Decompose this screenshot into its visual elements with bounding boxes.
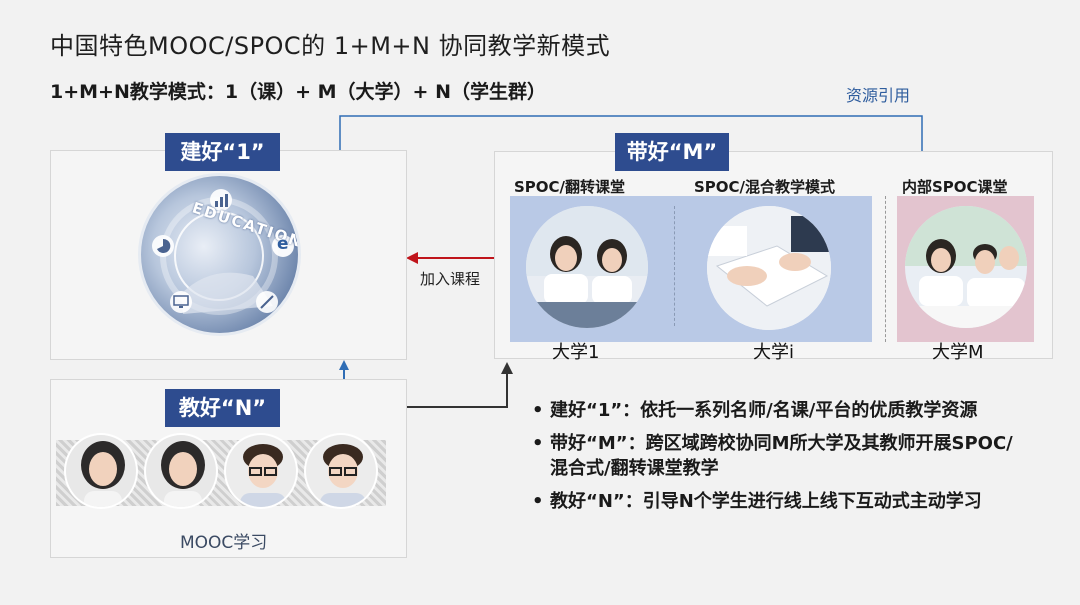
- student-avatar-4: [304, 433, 378, 509]
- column-heading-spoc-blended: SPOC/混合教学模式: [694, 176, 835, 197]
- bullet-lead-m: •带好“M”：跨区域跨校协同M所大学及其教师开展SPOC/混合式/翻转课堂教学: [528, 431, 1028, 481]
- join-course-label: 加入课程: [420, 268, 480, 289]
- lead-m-tag: 带好“M”: [615, 133, 729, 171]
- university-i-caption: 大学i: [753, 338, 794, 364]
- summary-bullets: • 建好“1”：依托一系列名师/名课/平台的优质教学资源 •带好“M”：跨区域跨校…: [528, 398, 1028, 522]
- bullet-build-one: • 建好“1”：依托一系列名师/名课/平台的优质教学资源: [528, 398, 1028, 423]
- teach-n-tag: 教好“N”: [165, 389, 280, 427]
- bullet-teach-n: • 教好“N”：引导N个学生进行线上线下互动式主动学习: [528, 489, 1028, 514]
- bullet-text: 教好“N”：引导N个学生进行线上线下互动式主动学习: [550, 491, 982, 512]
- bullet-dot: •: [532, 489, 544, 514]
- resource-reference-label: 资源引用: [846, 82, 910, 106]
- column-divider: [674, 206, 675, 326]
- university-1-caption: 大学1: [552, 338, 599, 364]
- build-one-tag: 建好“1”: [165, 133, 280, 171]
- monitor-icon: [170, 291, 192, 313]
- classroom-photo-2: [707, 206, 831, 330]
- university-m-caption: 大学M: [932, 338, 984, 364]
- column-divider-internal: [885, 196, 886, 342]
- classroom-photo-3: [905, 206, 1027, 328]
- pen-icon: [256, 291, 278, 313]
- column-heading-spoc-flip: SPOC/翻转课堂: [514, 176, 625, 197]
- pie-icon: [152, 235, 174, 257]
- education-graphic: EDUCATION e: [138, 173, 301, 336]
- student-avatar-3: [224, 433, 298, 509]
- bullet-dot: •: [532, 431, 544, 456]
- student-avatar-2: [144, 433, 218, 509]
- bullet-text: 建好“1”：依托一系列名师/名课/平台的优质教学资源: [550, 400, 977, 421]
- e-letter: e: [277, 234, 289, 254]
- column-heading-internal-spoc: 内部SPOC课堂: [902, 176, 1008, 197]
- bullet-dot: •: [532, 398, 544, 423]
- bullet-text: 带好“M”：跨区域跨校协同M所大学及其教师开展SPOC/混合式/翻转课堂教学: [550, 433, 1013, 479]
- mooc-learning-label: MOOC学习: [180, 528, 267, 553]
- classroom-photo-1: [526, 206, 648, 328]
- student-avatar-1: [64, 433, 138, 509]
